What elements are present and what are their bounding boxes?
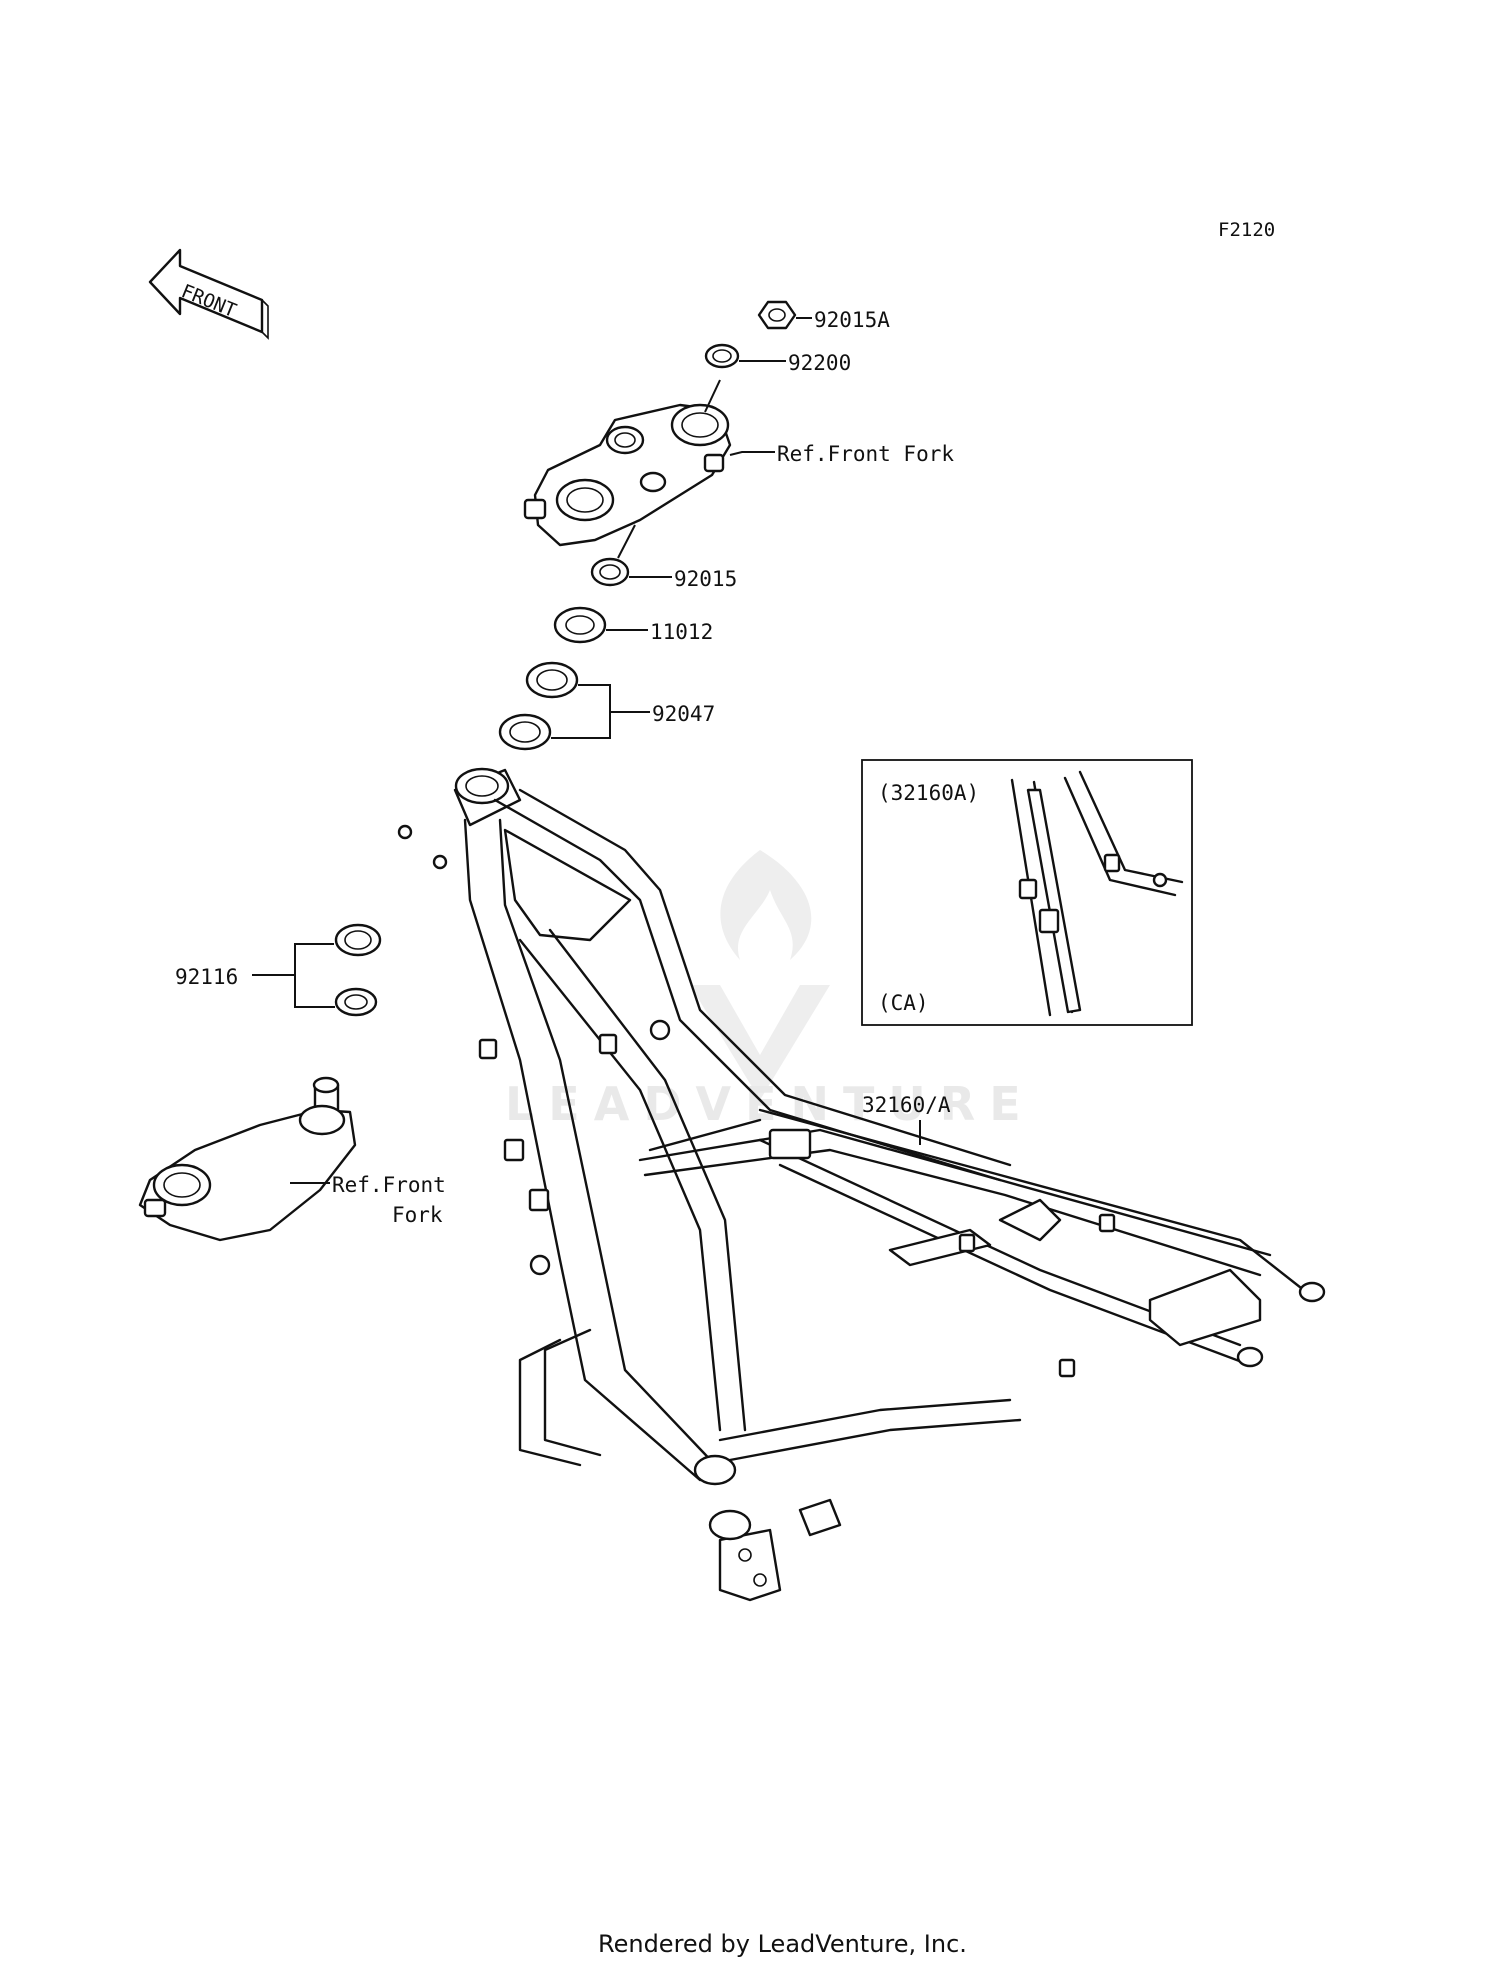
inset-panel: (32160A) (CA): [861, 759, 1193, 1026]
upper-triple-clamp-icon: [523, 403, 732, 547]
diagram-code: F2120: [1218, 219, 1275, 241]
inset-title: (32160A): [878, 781, 979, 805]
seal-11012-icon: [553, 606, 607, 644]
callout-ref-front-fork-lower-line1: Ref.Front: [332, 1173, 446, 1197]
watermark-text: LEADVENTURE: [505, 1077, 1035, 1131]
footer-credit: Rendered by LeadVenture, Inc.: [598, 1930, 967, 1958]
watermark: LEADVENTURE: [505, 850, 1035, 1131]
callout-92047: 92047: [652, 702, 715, 726]
callout-92015a: 92015A: [814, 308, 890, 332]
callout-92116: 92116: [175, 965, 238, 989]
washer-92200-icon: [704, 343, 740, 369]
nut-92015-icon: [590, 557, 630, 587]
inset-note: (CA): [878, 991, 929, 1015]
nut-92015a-icon: [757, 300, 797, 330]
callout-11012: 11012: [650, 620, 713, 644]
callout-92200: 92200: [788, 351, 851, 375]
callout-32160-a: 32160/A: [862, 1093, 951, 1117]
bearing-92116-icon: [334, 923, 382, 1017]
front-arrow-icon: FRONT: [148, 248, 269, 340]
callout-92015: 92015: [674, 567, 737, 591]
race-92047-icon: [498, 661, 579, 751]
inset-frame-detail-icon: [1010, 770, 1184, 1017]
callout-ref-front-fork-lower-line2: Fork: [392, 1203, 443, 1227]
callout-ref-front-fork-upper: Ref.Front Fork: [777, 442, 954, 466]
frame-32160-icon: [397, 767, 1326, 1602]
lower-triple-clamp-icon: [138, 1076, 357, 1242]
